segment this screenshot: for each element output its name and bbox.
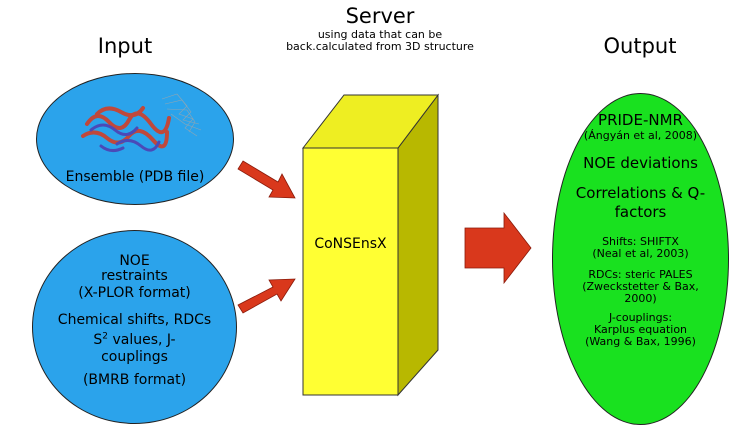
ensemble-ellipse: Ensemble (PDB file) <box>36 73 234 205</box>
server-subtitle-line1: using data that can be <box>317 28 443 41</box>
rdc-line1: RDCs: steric PALES <box>588 268 693 281</box>
restraints-line-bmrb: (BMRB format) <box>82 372 187 388</box>
restraints-line-xplor: (X-PLOR format) <box>78 285 191 301</box>
restraints-line-noe: NOE <box>119 253 150 269</box>
j-line3: (Wang & Bax, 1996) <box>585 335 696 348</box>
correlations-line2: factors <box>614 203 667 221</box>
arrow-ensemble-to-server <box>237 160 296 199</box>
shifts-line1: Shifts: SHIFTX <box>602 235 679 248</box>
restraints-line-couplings: couplings <box>101 349 168 365</box>
ensemble-label: Ensemble (PDB file) <box>65 169 205 185</box>
s2-base: S <box>93 332 103 348</box>
protein-structure-icon <box>81 93 202 153</box>
j-line1: J-couplings: <box>608 311 673 324</box>
output-ellipse: PRIDE-NMR (Ángyán et al, 2008) NOE devia… <box>552 93 729 425</box>
arrow-server-to-output <box>464 211 532 285</box>
output-text: PRIDE-NMR (Ángyán et al, 2008) NOE devia… <box>553 111 728 348</box>
restraints-line-shifts: Chemical shifts, RDCs <box>57 312 212 328</box>
noe-deviations: NOE deviations <box>583 154 698 172</box>
restraints-line-s2: S2 values, J- <box>33 332 236 349</box>
server-box-label: CoNSEnsX <box>314 236 387 252</box>
pride-title: PRIDE-NMR <box>598 111 683 129</box>
restraints-text: NOE restraints (X-PLOR format) Chemical … <box>33 253 236 389</box>
output-heading: Output <box>603 34 677 58</box>
rdc-line2: (Zweckstetter & Bax, <box>582 280 699 293</box>
correlations-line1: Correlations & Q- <box>575 184 706 202</box>
input-heading: Input <box>97 34 153 58</box>
arrow-restraints-to-server <box>237 278 296 314</box>
rdc-line3: 2000) <box>624 292 657 305</box>
j-line2: Karplus equation <box>593 323 688 336</box>
shifts-line2: (Neal et al, 2003) <box>592 247 689 260</box>
restraints-ellipse: NOE restraints (X-PLOR format) Chemical … <box>32 230 237 424</box>
restraints-line-restraints: restraints <box>101 268 168 284</box>
pride-ref: (Ángyán et al, 2008) <box>583 129 698 142</box>
server-subtitle-line2: back.calculated from 3D structure <box>286 40 474 53</box>
server-box-front <box>302 147 399 396</box>
server-heading: Server <box>345 4 415 28</box>
s2-superscript: 2 <box>102 331 109 342</box>
s2-rest: values, J- <box>108 332 176 348</box>
